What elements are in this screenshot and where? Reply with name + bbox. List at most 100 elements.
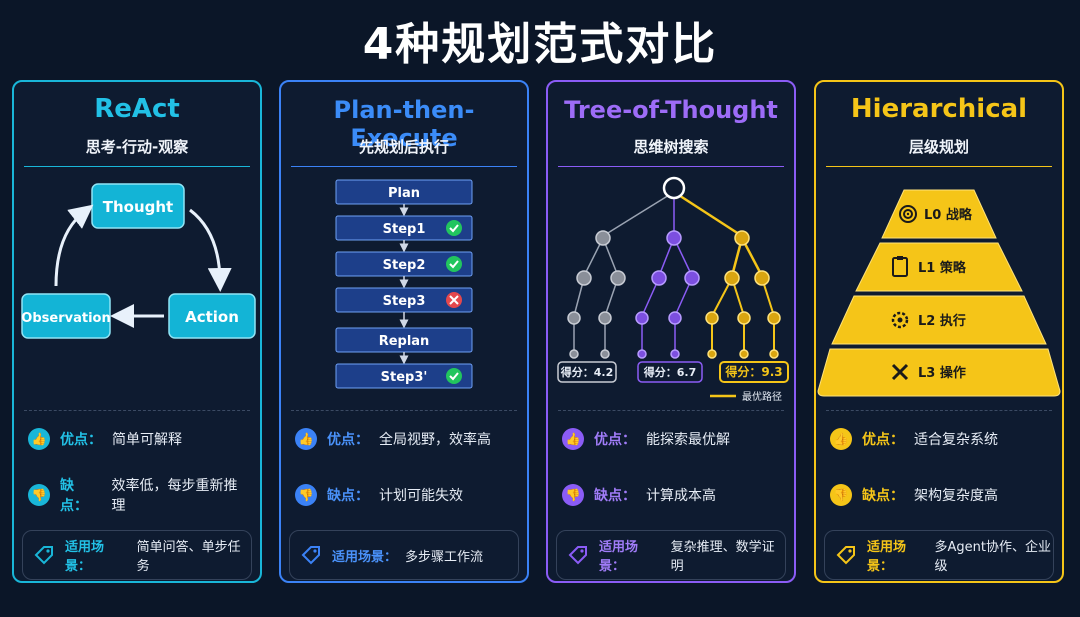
cons-text: 计算成本高 <box>646 488 716 504</box>
check-icon <box>446 256 462 272</box>
step3-prime: Step3' <box>335 363 473 389</box>
thumbs-down-icon: 👎 <box>295 484 317 506</box>
scene-label: 适用场景： <box>65 540 105 574</box>
best-path-legend: 最优路径 <box>742 390 782 402</box>
pros-row: 👍 优点： 简单可解释 <box>28 424 250 454</box>
scene-label: 适用场景： <box>599 540 639 574</box>
pros-label: 优点： <box>327 432 369 448</box>
divider <box>558 410 784 411</box>
step-label: Plan <box>388 186 420 201</box>
step-label: Step3 <box>383 294 426 309</box>
level-label: L0 战略 <box>924 207 973 223</box>
thumbs-up-icon: 👍 <box>830 428 852 450</box>
card-title: Hierarchical <box>850 94 1028 124</box>
arrow-thought-action <box>189 208 232 292</box>
scene-box: 适用场景： 复杂推理、数学证明 <box>556 530 786 580</box>
scene-box: 适用场景： 简单问答、单步任务 <box>22 530 252 580</box>
card-tree-of-thought: Tree-of-Thought 思维树搜索 <box>546 80 796 583</box>
cons-text: 效率低，每步重新推理 <box>111 478 238 514</box>
thumbs-down-icon: 👎 <box>28 484 50 506</box>
pros-text: 全局视野，效率高 <box>379 432 491 448</box>
pros-label: 优点： <box>60 432 102 448</box>
divider <box>291 166 517 167</box>
pros-text: 简单可解释 <box>112 432 182 448</box>
step-label: Step1 <box>383 222 426 237</box>
scene-box: 适用场景： 多Agent协作、企业级 <box>824 530 1054 580</box>
thought-tree-diagram: 得分：4.2 得分：6.7 得分：9.3 最优路径 <box>557 176 789 402</box>
tag-icon <box>836 546 855 565</box>
thumbs-up-icon: 👍 <box>562 428 584 450</box>
thumbs-up-icon: 👍 <box>295 428 317 450</box>
step1: Step1 <box>335 215 473 241</box>
scene-text: 多Agent协作、企业级 <box>934 540 1051 574</box>
divider <box>291 410 517 411</box>
score-box-yellow <box>719 361 789 383</box>
plan-flow-diagram: Plan Step1 Step2 Step3 Replan Step3' <box>335 179 473 389</box>
root-node <box>662 176 686 200</box>
tools-icon <box>891 363 909 381</box>
thumbs-down-icon: 👎 <box>830 484 852 506</box>
pros-text: 适合复杂系统 <box>914 432 998 448</box>
card-title: ReAct <box>94 94 180 124</box>
card-plan-then-execute: Plan-then-Execute 先规划后执行 Plan Step1 Step… <box>279 80 529 583</box>
plan-step: Plan <box>335 179 473 205</box>
cons-label: 缺点： <box>327 488 369 504</box>
step2: Step2 <box>335 251 473 277</box>
target-icon <box>899 205 917 223</box>
card-subtitle: 思考-行动-观察 <box>85 138 189 156</box>
level-label: L3 操作 <box>918 365 966 381</box>
divider <box>826 166 1052 167</box>
scene-text: 复杂推理、数学证明 <box>670 540 775 574</box>
card-hierarchical: Hierarchical 层级规划 L0 战略 L1 策略 L2 执行 L3 操… <box>814 80 1064 583</box>
divider <box>24 166 250 167</box>
pros-row: 👍 优点： 适合复杂系统 <box>830 424 1052 454</box>
check-icon <box>446 220 462 236</box>
step-label: Step2 <box>383 258 426 273</box>
clipboard-icon <box>892 256 908 277</box>
card-subtitle: 层级规划 <box>908 138 969 156</box>
observation-label: Observation <box>21 311 110 326</box>
hierarchy-pyramid: L0 战略 L1 策略 L2 执行 L3 操作 <box>817 189 1061 397</box>
cons-text: 计划可能失效 <box>379 488 463 504</box>
thought-label: Thought <box>103 198 173 216</box>
level-0: L0 战略 <box>881 189 997 239</box>
scene-box: 适用场景： 多步骤工作流 <box>289 530 519 580</box>
cons-label: 缺点： <box>594 488 636 504</box>
divider <box>24 410 250 411</box>
cons-row: 👎 缺点： 计算成本高 <box>562 480 784 510</box>
level-3: L3 操作 <box>817 348 1061 397</box>
cons-label: 缺点： <box>60 478 88 514</box>
react-loop-diagram: Thought Action Observation <box>21 183 256 339</box>
check-icon <box>446 368 462 384</box>
scene-text: 多步骤工作流 <box>405 549 484 565</box>
cons-row: 👎 缺点： 计划可能失效 <box>295 480 517 510</box>
divider <box>826 410 1052 411</box>
level-label: L1 策略 <box>918 260 967 276</box>
tag-icon <box>568 546 587 565</box>
card-subtitle: 先规划后执行 <box>358 138 449 156</box>
step-label: Replan <box>379 334 430 349</box>
pros-label: 优点： <box>594 432 636 448</box>
action-node <box>168 293 256 339</box>
card-title: Tree-of-Thought <box>564 96 778 124</box>
level-label: L2 执行 <box>918 313 966 329</box>
level-1: L1 策略 <box>855 242 1023 292</box>
pros-label: 优点： <box>862 432 904 448</box>
page-title: 4种规划范式对比 <box>362 19 718 70</box>
level-2: L2 执行 <box>831 295 1047 345</box>
step-label: Step3' <box>381 370 428 385</box>
gears-icon <box>891 311 909 329</box>
scene-label: 适用场景： <box>332 549 398 565</box>
divider <box>558 166 784 167</box>
tag-icon <box>34 546 53 565</box>
card-title: Plan-then-Execute <box>333 96 475 152</box>
score-box-gray <box>557 361 617 383</box>
cons-row: 👎 缺点： 架构复杂度高 <box>830 480 1052 510</box>
cons-row: 👎 缺点： 效率低，每步重新推理 <box>28 478 250 514</box>
pros-row: 👍 优点： 能探索最优解 <box>562 424 784 454</box>
score-box-purple <box>637 361 703 383</box>
thumbs-down-icon: 👎 <box>562 484 584 506</box>
step3: Step3 <box>335 287 473 313</box>
scene-text: 简单问答、单步任务 <box>136 540 241 574</box>
tag-icon <box>301 546 320 565</box>
